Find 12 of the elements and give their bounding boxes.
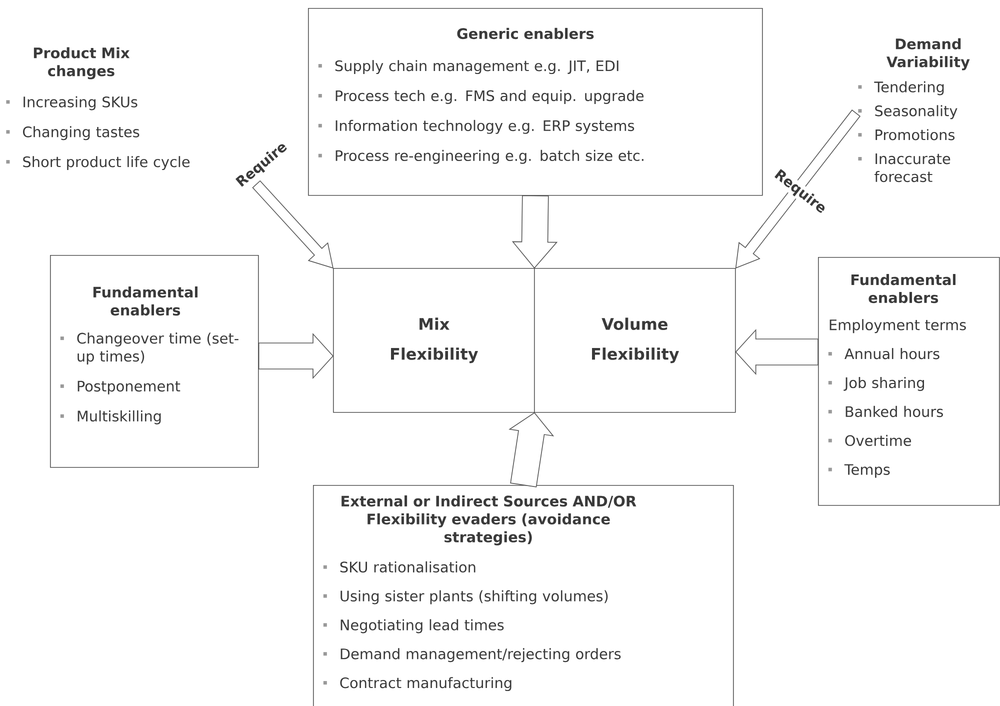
block-arrow xyxy=(735,110,860,269)
strategy-box: External or Indirect Sources AND/OR Flexibility evaders (avoidance strategies) SKU rationalisation Using sister plants (shifting volumes) Negotiating lead times Demand management/rejecting orders Contract manufacturing xyxy=(313,485,734,706)
enabler-box: Generic enablers Supply chain management e.g. JIT, EDI Process tech e.g. FMS and equip. upgrade Information technology e.g. ERP systems Process re-engineering e.g. batch size etc. xyxy=(308,8,763,196)
enabler-box: Fundamental enablers Changeover time (set-up times) Postponement Multiskilling xyxy=(50,255,259,468)
block-arrow xyxy=(512,195,558,269)
bullet-list: Demand Variability Tendering Seasonality Promotions Inaccurate forecast xyxy=(858,38,970,182)
block-arrow xyxy=(508,412,554,488)
block-arrow xyxy=(735,328,818,376)
bullet-list: Product Mix changes Increasing SKUs Changing tastes Short product life cycle xyxy=(6,47,190,170)
block-arrow xyxy=(258,332,334,380)
flexibility-box: Mix Flexibility Volume Flexibility xyxy=(333,268,736,414)
enabler-box: Fundamental enablers Employment terms Annual hours Job sharing Banked hours Overtime Temps xyxy=(818,257,1000,506)
